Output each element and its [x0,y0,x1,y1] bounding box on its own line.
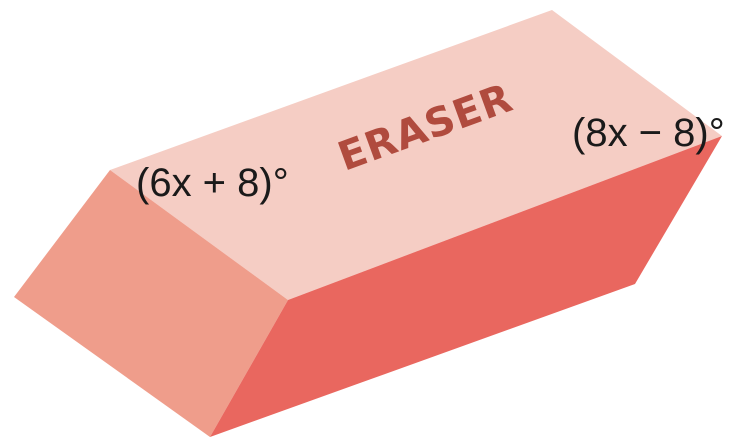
eraser-front-face [210,136,722,437]
angle-label-right: (8x − 8)° [572,111,725,155]
eraser-left-face [14,170,288,437]
eraser-top-face [110,10,722,300]
angle-label-left: (6x + 8)° [136,161,289,205]
